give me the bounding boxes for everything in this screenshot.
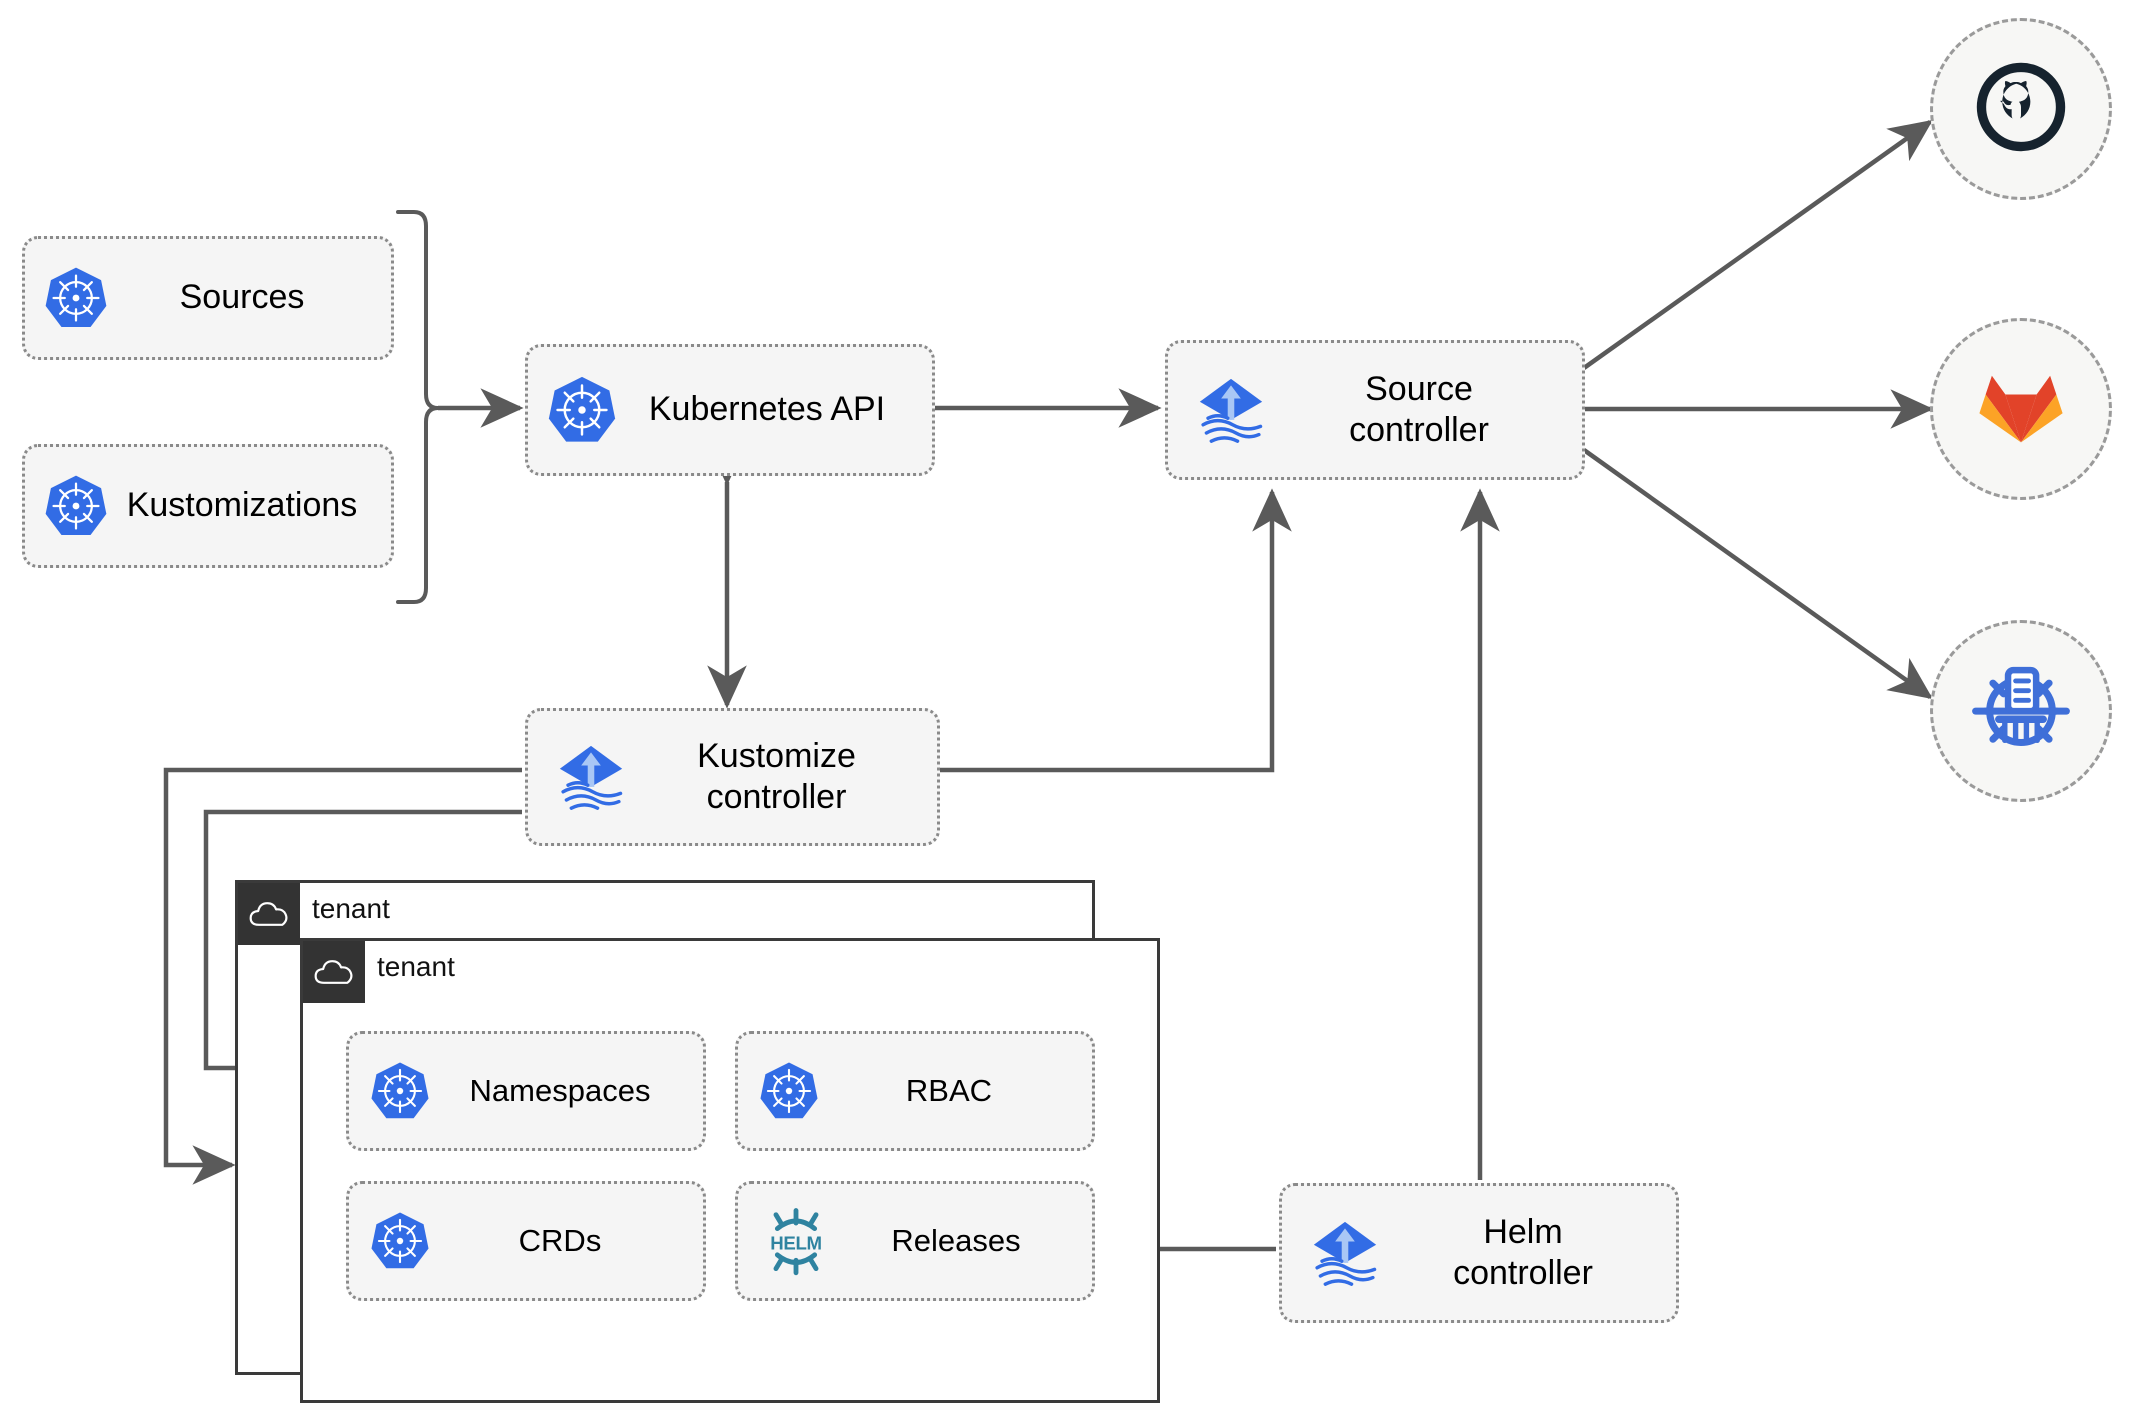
edge-source-to-helm-repository [1582, 448, 1933, 700]
kubernetes-icon [43, 265, 109, 331]
node-releases[interactable]: HELM Releases [735, 1181, 1095, 1301]
flux-icon [550, 736, 632, 818]
node-source-controller[interactable]: Source controller [1165, 340, 1585, 480]
kubernetes-icon [369, 1210, 431, 1272]
cloud-icon [303, 941, 365, 1003]
node-kustomizations[interactable]: Kustomizations [22, 444, 394, 568]
node-label: Namespaces [469, 1073, 651, 1109]
node-rbac[interactable]: RBAC [735, 1031, 1095, 1151]
edge-source-to-github [1582, 119, 1933, 370]
node-label: CRDs [518, 1223, 602, 1259]
node-label: Kustomize controller [697, 736, 856, 816]
node-label: Kubernetes API [648, 390, 886, 429]
node-label: Sources [179, 278, 305, 317]
flux-icon [1304, 1212, 1386, 1294]
node-label: Helm controller [1453, 1212, 1593, 1292]
kubernetes-icon [43, 473, 109, 539]
node-label: Releases [891, 1223, 1021, 1259]
node-label: Source controller [1349, 369, 1489, 449]
svg-text:HELM: HELM [770, 1232, 821, 1253]
endpoint-gitlab[interactable] [1930, 318, 2112, 500]
node-label: RBAC [905, 1073, 993, 1109]
kubernetes-icon [546, 374, 618, 446]
node-kustomize-controller[interactable]: Kustomize controller [525, 708, 940, 846]
tenant-front[interactable]: tenant Namespaces [300, 938, 1160, 1403]
node-namespaces[interactable]: Namespaces [346, 1031, 706, 1151]
node-sources[interactable]: Sources [22, 236, 394, 360]
helm-repository-icon [1967, 655, 2075, 768]
edge-group-brace [396, 210, 439, 604]
kubernetes-icon [369, 1060, 431, 1122]
helm-icon: HELM [758, 1205, 834, 1277]
endpoint-helm-repository[interactable] [1930, 620, 2112, 802]
tenant-label: tenant [312, 893, 390, 924]
kubernetes-icon [758, 1060, 820, 1122]
edge-kustomize-to-source [932, 488, 1292, 773]
tenant-label: tenant [377, 951, 455, 982]
edge-kustomize-to-tenant-back [163, 767, 522, 1185]
flux-icon [1190, 369, 1272, 451]
node-label: Kustomizations [126, 486, 358, 525]
node-helm-controller[interactable]: Helm controller [1279, 1183, 1679, 1323]
node-kubernetes-api[interactable]: Kubernetes API [525, 344, 935, 476]
cloud-icon [238, 883, 300, 945]
github-icon [1969, 55, 2073, 164]
endpoint-github[interactable] [1930, 18, 2112, 200]
gitlab-icon [1969, 355, 2073, 464]
node-crds[interactable]: CRDs [346, 1181, 706, 1301]
